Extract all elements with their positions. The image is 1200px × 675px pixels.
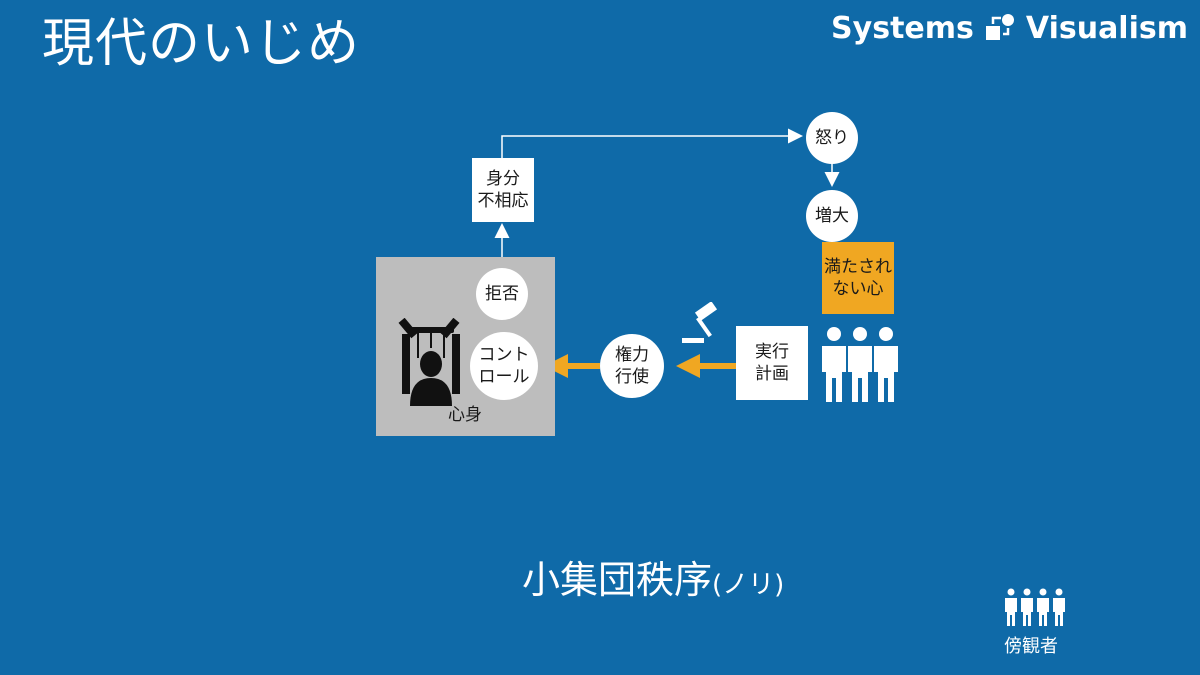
node-kyohi: 拒否 <box>476 268 528 320</box>
node-kenryoku-line2: 行使 <box>615 367 649 387</box>
node-mibun-line1: 身分 <box>486 169 520 189</box>
node-kenryoku: 権力 行使 <box>600 334 664 398</box>
connector-mibun-to-ikari <box>501 128 803 158</box>
node-jikkou-line1: 実行 <box>755 342 789 362</box>
gavel-icon <box>682 302 718 343</box>
bystanders-label: 傍観者 <box>1004 636 1058 657</box>
node-jikkou: 実行 計画 <box>736 326 808 400</box>
bystanders-icon <box>1005 588 1065 626</box>
node-zoudai: 増大 <box>806 190 858 242</box>
subtitle-paren: (ノリ) <box>712 570 785 600</box>
group-people-icon <box>822 327 898 402</box>
node-control-line1: コント <box>478 345 530 365</box>
puppet-icon <box>398 318 460 406</box>
node-kenryoku-line1: 権力 <box>615 345 649 365</box>
brand: Systems Visualism <box>831 8 1188 48</box>
subtitle-main: 小集団秩序 <box>522 558 713 602</box>
node-mitasarenai-line1: 満たされ <box>824 257 892 277</box>
label-shinshin: 心身 <box>448 405 482 425</box>
node-mibun-line2: 不相応 <box>477 191 529 211</box>
node-kyohi-label: 拒否 <box>485 284 519 304</box>
node-control: コント ロール <box>470 332 538 400</box>
node-jikkou-line2: 計画 <box>755 364 789 384</box>
brand-left-text: Systems <box>831 10 974 46</box>
node-mibun: 身分 不相応 <box>472 158 534 222</box>
node-mitasarenai: 満たされ ない心 <box>822 242 894 314</box>
brand-right-text: Visualism <box>1025 10 1188 46</box>
node-mitasarenai-line2: ない心 <box>832 279 884 299</box>
slide-subtitle: 小集団秩序(ノリ) <box>522 556 784 609</box>
node-ikari-label: 怒り <box>815 128 849 148</box>
node-ikari: 怒り <box>806 112 858 164</box>
slide-title: 現代のいじめ <box>42 14 361 74</box>
node-control-line2: ロール <box>478 367 530 387</box>
logo-icon <box>985 14 1014 40</box>
node-zoudai-label: 増大 <box>815 206 849 226</box>
